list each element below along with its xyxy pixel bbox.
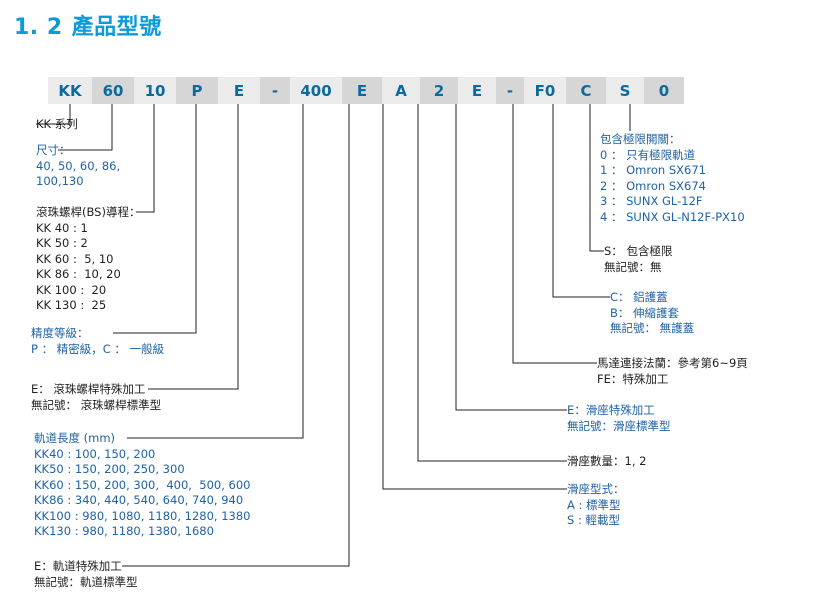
model-cell-4: E <box>218 77 260 104</box>
model-cell-0: KK <box>48 77 92 104</box>
model-cell-10: E <box>458 77 496 104</box>
annotation-rail-length: 軌道長度 (mm) KK40 : 100, 150, 200 KK50 : 15… <box>34 431 251 538</box>
model-cell-8: A <box>382 77 420 104</box>
model-cell-2: 10 <box>134 77 176 104</box>
annotation-accuracy-grade: 精度等級： P ： 精密級，C ： 一般級 <box>31 326 165 356</box>
annotation-limit-included: S： 包含極限 無記號：無 <box>604 244 673 274</box>
model-cell-11: - <box>496 77 524 104</box>
annotation-slide-type: 滑座型式： A : 標準型 S : 輕載型 <box>567 482 625 527</box>
model-cell-6: 400 <box>290 77 342 104</box>
page-title-text: 產品型號 <box>71 15 162 40</box>
model-cell-7: E <box>342 77 382 104</box>
model-cell-14: S <box>606 77 644 104</box>
model-cell-3: P <box>176 77 218 104</box>
annotation-size: 尺寸： 40, 50, 60, 86, 100,130 <box>36 143 121 188</box>
annotation-rail-machining: E：軌道特殊加工 無記號：軌道標準型 <box>34 559 138 589</box>
annotation-ball-screw-machining: E： 滾珠螺桿特殊加工 無記號： 滾珠螺桿標準型 <box>31 382 162 412</box>
model-cell-13: C <box>566 77 606 104</box>
model-cell-9: 2 <box>420 77 458 104</box>
model-cell-12: F0 <box>524 77 566 104</box>
annotation-ball-screw-lead: 滾珠螺桿(BS)導程： KK 40 : 1 KK 50 : 2 KK 60 : … <box>36 205 141 312</box>
annotation-slide-machining: E：滑座特殊加工 無記號：滑座標準型 <box>567 403 671 433</box>
annotation-cover: C： 鋁護蓋 B： 伸縮護套 無記號： 無護蓋 <box>610 290 695 335</box>
annotation-limit-switch: 包含極限開關： 0 ： 只有極限軌道 1 ： Omron SX671 2 ： O… <box>600 132 745 224</box>
model-cell-5: - <box>260 77 290 104</box>
annotation-series: KK 系列 <box>36 117 78 131</box>
annotation-motor-flange: 馬達連接法蘭：參考第6~9頁 FE：特殊加工 <box>597 356 748 386</box>
page-title: 1. 2 產品型號 <box>14 9 162 41</box>
annotation-slide-quantity: 滑座數量：1, 2 <box>567 454 647 468</box>
page-title-number: 1. 2 <box>14 15 63 40</box>
model-cell-15: 0 <box>644 77 684 104</box>
model-cell-1: 60 <box>92 77 134 104</box>
